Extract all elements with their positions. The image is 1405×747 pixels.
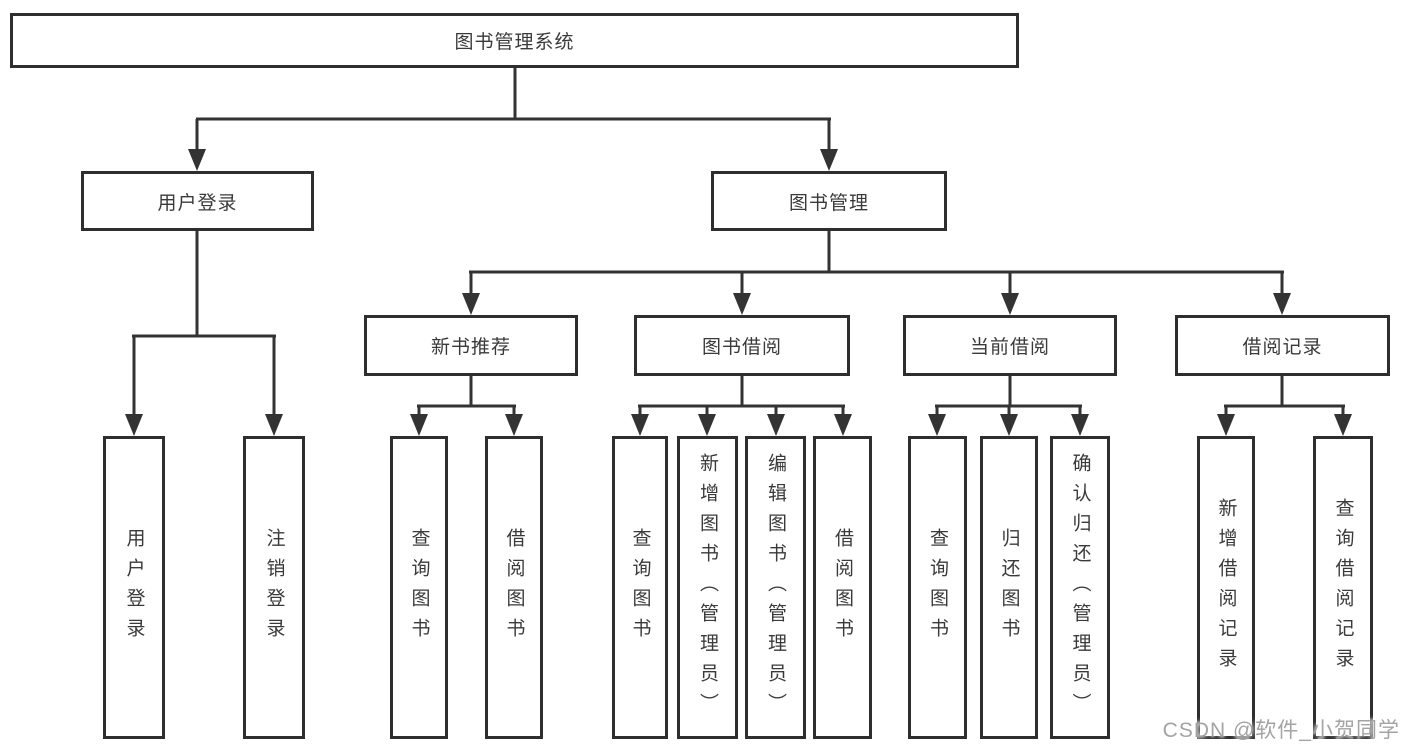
node-edit-books-admin: 编辑图书（管理员）: [745, 436, 806, 739]
node-query-books-borrowing: 查询图书: [612, 436, 668, 739]
node-borrow-books-recommend: 借阅图书: [485, 436, 543, 739]
node-book-borrowing: 图书借阅: [634, 315, 850, 376]
node-add-borrow-record: 新增借阅记录: [1197, 436, 1255, 739]
csdn-watermark: CSDN @软件_小贺同学: [1162, 719, 1400, 742]
node-query-books-recommend: 查询图书: [390, 436, 448, 739]
node-query-books-current: 查询图书: [908, 436, 967, 739]
node-book-management: 图书管理: [711, 171, 947, 231]
node-return-books: 归还图书: [980, 436, 1038, 739]
node-add-books-admin: 新增图书（管理员）: [677, 436, 738, 739]
node-borrow-books: 借阅图书: [813, 436, 872, 739]
node-query-borrow-record: 查询借阅记录: [1313, 436, 1373, 739]
node-confirm-return-admin: 确认归还（管理员）: [1050, 436, 1110, 739]
node-new-book-recommend: 新书推荐: [364, 315, 578, 376]
node-library-system: 图书管理系统: [10, 13, 1019, 68]
node-borrowing-records: 借阅记录: [1175, 315, 1390, 376]
node-logout: 注销登录: [243, 436, 305, 739]
node-user-login: 用户登录: [81, 171, 314, 231]
node-current-borrowing: 当前借阅: [903, 315, 1117, 376]
node-user-login-leaf: 用户登录: [103, 436, 165, 739]
